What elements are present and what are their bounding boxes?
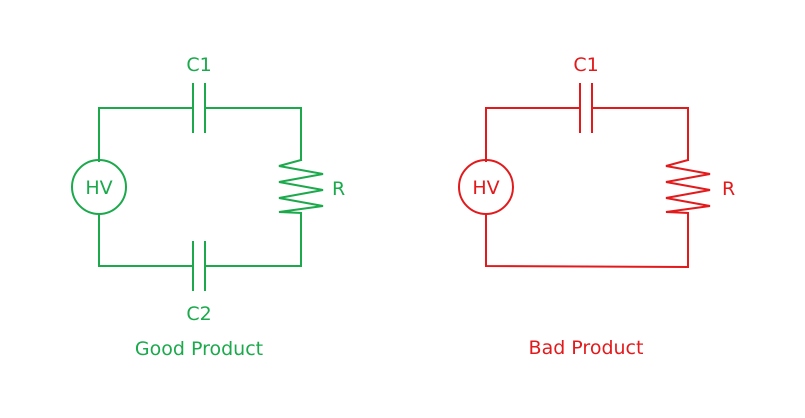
bad-resistor xyxy=(665,158,711,215)
bad-hv-source-label: HV xyxy=(472,177,499,199)
good-top-wire-left xyxy=(98,107,194,162)
bad-product-caption: Bad Product xyxy=(529,337,644,359)
bad-top-wire-left xyxy=(485,107,581,162)
bad-c1-label: C1 xyxy=(573,54,598,76)
good-product-circuit: HV C1 C2 R Good Product xyxy=(71,54,345,360)
good-resistor-label: R xyxy=(332,178,345,200)
good-c2-label: C2 xyxy=(186,303,211,325)
good-resistor xyxy=(278,158,324,215)
bad-product-circuit: HV C1 R Bad Product xyxy=(458,54,735,359)
good-bottom-wire-left xyxy=(98,213,194,267)
bad-hv-source-circle xyxy=(458,159,514,215)
good-hv-source-circle xyxy=(71,159,127,215)
good-product-caption: Good Product xyxy=(135,338,263,360)
bad-top-wire-right xyxy=(591,107,689,161)
good-hv-source-label: HV xyxy=(85,177,112,199)
bad-bottom-wire xyxy=(485,213,690,269)
good-c1-label: C1 xyxy=(186,54,211,76)
bad-resistor-label: R xyxy=(722,178,735,200)
good-top-wire-right xyxy=(204,107,302,161)
